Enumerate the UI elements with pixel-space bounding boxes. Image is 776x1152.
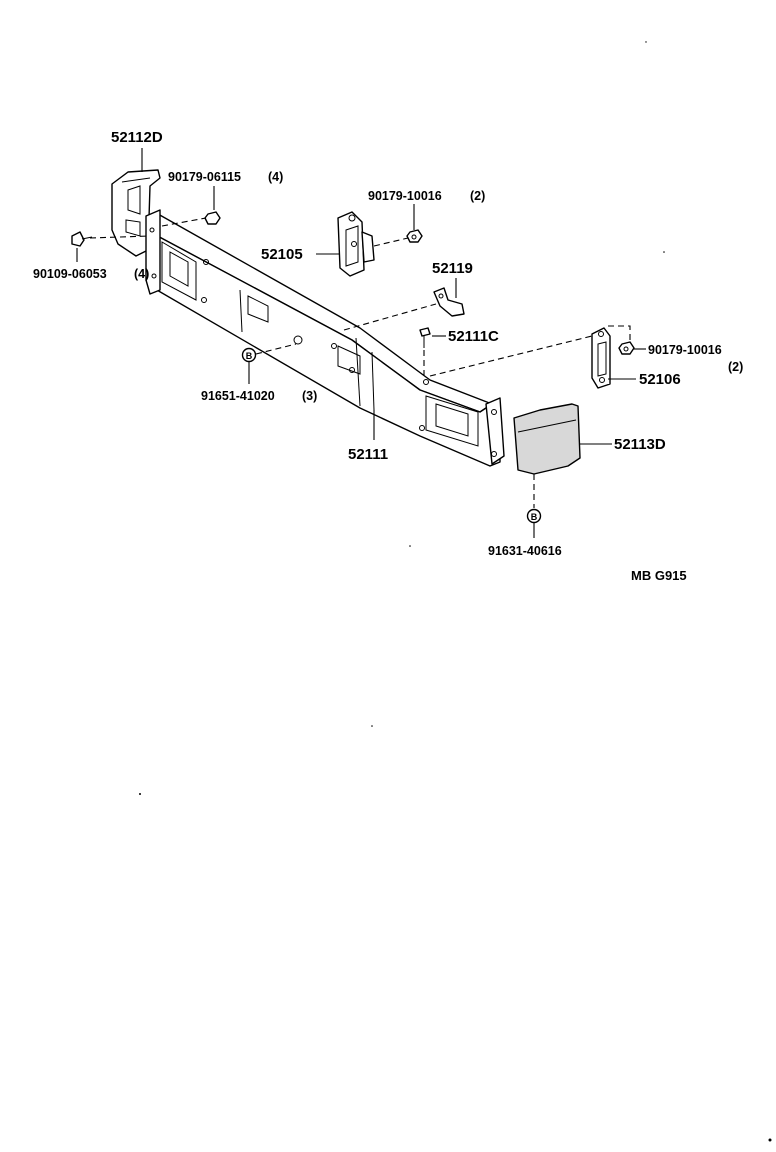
leader-lines: [76, 148, 646, 538]
right-bumper-end-52113D: [513, 403, 581, 475]
bracket-right-52106: [591, 327, 611, 389]
clip-91631-40616-icon: B: [526, 508, 542, 524]
bolt-90109-06053-icon: [71, 231, 93, 247]
label-52106: 52106: [639, 371, 681, 388]
label-52111: 52111: [348, 446, 388, 463]
label-91651-41020: 91651-41020: [201, 389, 275, 403]
nut-90179-06115-icon: [204, 211, 221, 225]
label-90179-10016-right: 90179-10016: [648, 343, 722, 357]
label-52112D: 52112D: [111, 129, 163, 146]
bumper-reinforcement-52111: [145, 209, 505, 467]
label-91651-41020-qty: (3): [302, 389, 317, 403]
label-90109-06053: 90109-06053: [33, 267, 107, 281]
support-52119: [433, 287, 465, 317]
label-90179-10016-left-qty: (2): [470, 189, 485, 203]
label-52113D: 52113D: [614, 436, 666, 453]
nut-90179-10016-left-icon: [406, 229, 423, 243]
bracket-left-52105: [337, 211, 375, 277]
label-90179-10016-right-qty: (2): [728, 360, 743, 374]
label-91631-40616: 91631-40616: [488, 544, 562, 558]
nut-90179-10016-right-icon: [618, 341, 635, 355]
svg-text:B: B: [246, 351, 253, 361]
diagram-code: MB G915: [631, 568, 687, 583]
label-90179-06115: 90179-06115: [168, 170, 241, 184]
svg-text:B: B: [531, 512, 538, 522]
assembly-dashed-lines: [89, 217, 631, 508]
clip-91651-41020-icon: B: [241, 347, 257, 363]
label-52111C: 52111C: [448, 328, 499, 345]
label-52119: 52119: [432, 260, 473, 277]
label-52105: 52105: [261, 246, 303, 263]
label-90109-06053-qty: (4): [134, 267, 149, 281]
bolt-52111C: [419, 327, 431, 348]
label-90179-10016-left: 90179-10016: [368, 189, 442, 203]
label-90179-06115-qty: (4): [268, 170, 283, 184]
